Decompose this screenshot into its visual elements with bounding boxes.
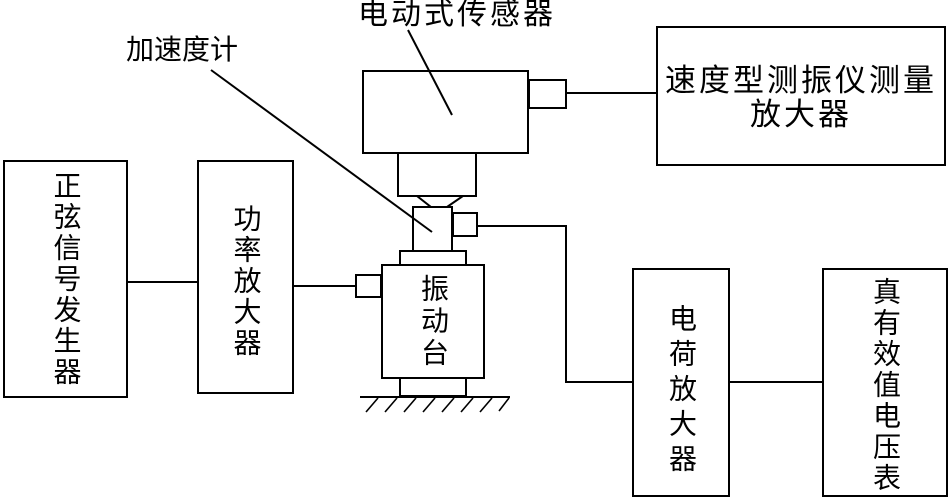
accelerometer-label: 加速度计 [126, 33, 239, 66]
rms-voltmeter-box: 真有效值电压表 [822, 268, 948, 497]
charge-amplifier-label: 电荷放大器 [665, 304, 698, 479]
velocity-amplifier-label-line2: 放大器 [750, 97, 852, 134]
power-amplifier-box: 功率放大器 [197, 160, 294, 394]
accelerometer-body [412, 206, 453, 252]
ground-hatch-mark [441, 397, 455, 413]
shaker-body: 振动台 [381, 264, 485, 379]
ground-hatching [365, 397, 510, 413]
ground-hatch-mark [403, 397, 417, 413]
ground-hatch-mark [365, 397, 379, 413]
velocity-amplifier-box: 速度型测振仪测量 放大器 [656, 26, 946, 166]
electrodynamic-sensor-label: 电动式传感器 [358, 0, 556, 32]
power-amplifier-label: 功率放大器 [229, 203, 263, 359]
signal-generator-label: 正弦信号发生器 [49, 170, 83, 388]
electrodynamic-sensor-base [397, 152, 477, 197]
velocity-amplifier-label-line1: 速度型测振仪测量 [665, 63, 937, 99]
ground-hatch-mark [384, 397, 398, 413]
ground-hatch-mark [479, 397, 493, 413]
charge-amplifier-box: 电荷放大器 [632, 268, 730, 497]
shaker-base [399, 377, 467, 397]
ground-hatch-mark [498, 397, 510, 412]
signal-generator-box: 正弦信号发生器 [3, 160, 128, 398]
ground-hatch-mark [460, 397, 474, 413]
ground-hatch-mark [422, 397, 436, 413]
electrodynamic-sensor-body [362, 70, 529, 154]
sensor-output-connector [528, 79, 567, 109]
accelerometer-output-connector [452, 212, 478, 237]
wire-accelerometer-to-charge-amplifier [477, 225, 632, 383]
rms-voltmeter-label: 真有效值电压表 [869, 277, 902, 494]
shaker-input-connector [355, 274, 382, 298]
shaker-label: 振动台 [417, 274, 450, 370]
